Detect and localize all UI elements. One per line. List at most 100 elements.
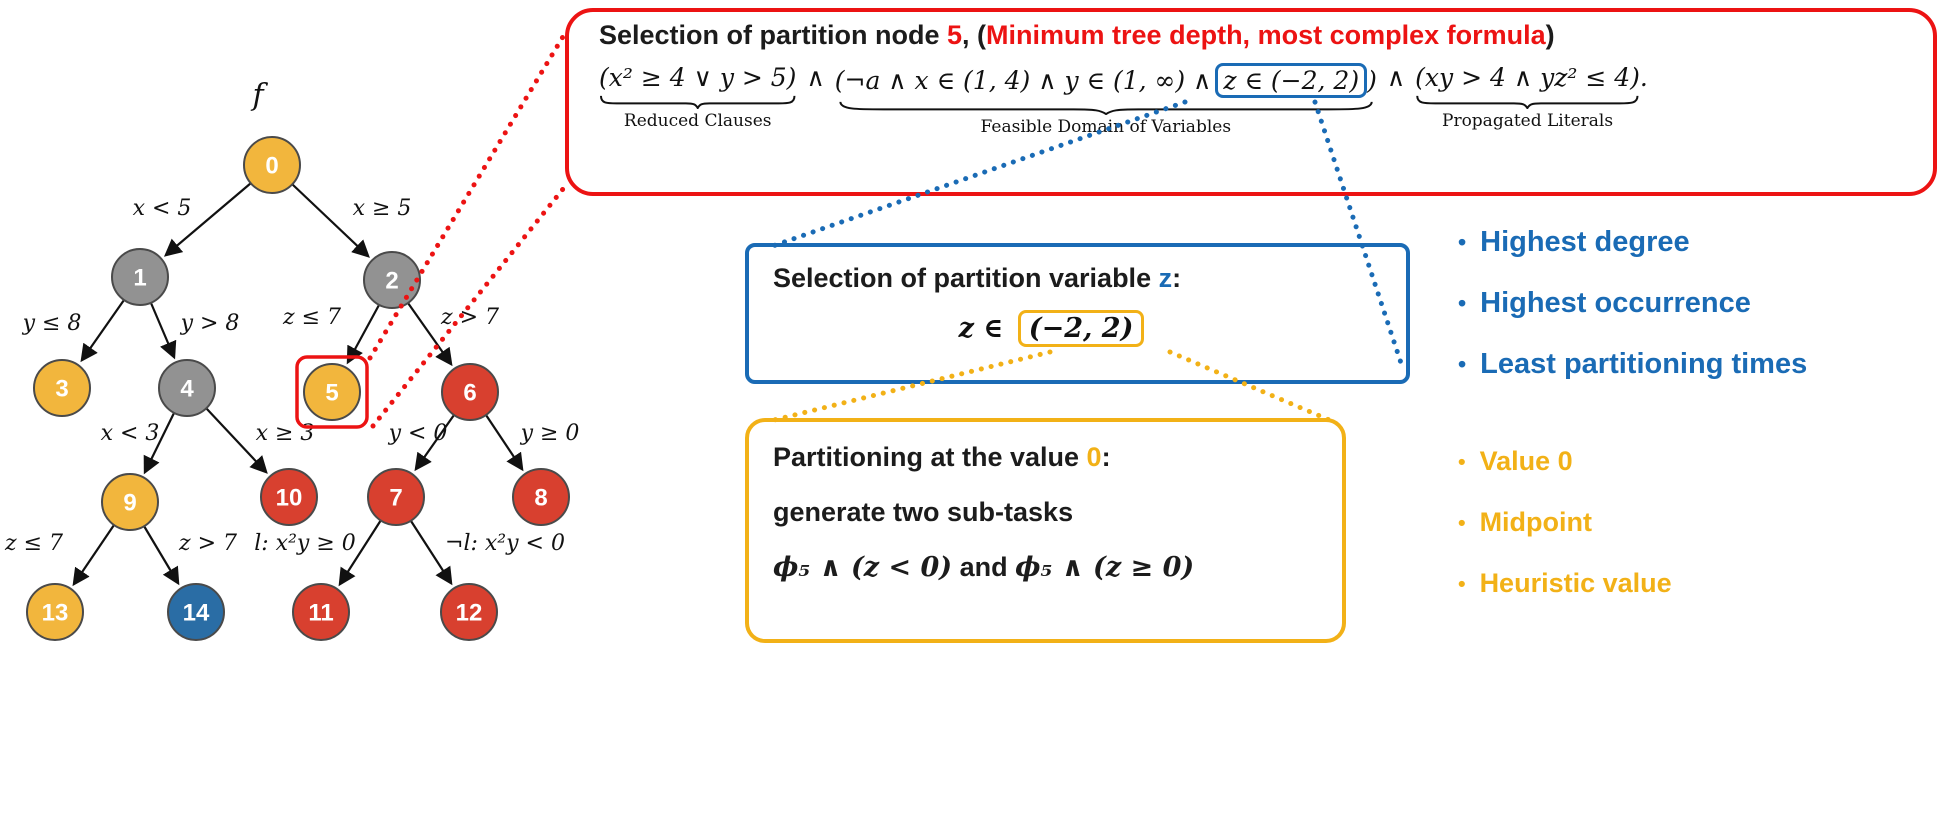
tree-node-14 (167, 583, 225, 641)
edge-7-12 (410, 520, 453, 586)
selected-node-highlight-box (295, 355, 369, 429)
red-connector-bottom (370, 181, 570, 429)
variable-selection-panel: Selection of partition variable z: z ∈ (… (745, 243, 1410, 384)
clause2-text: (¬a ∧ x ∈ (1, 4) ∧ y ∈ (1, ∞) ∧ z ∈ (−2,… (835, 63, 1377, 98)
variable-selection-criteria-list: Highest degree Highest occurrence Least … (1458, 226, 1807, 409)
formula-period: . (1639, 63, 1648, 92)
tree-node-0 (243, 136, 301, 194)
domain-prefix: z ∈ (958, 313, 1013, 344)
value-title-suffix: : (1101, 442, 1111, 472)
title-highlight: Minimum tree depth, most complex formula (986, 20, 1546, 50)
subtask-formula-1: ϕ₅ ∧ (z < 0) (773, 552, 953, 583)
edge-9-13 (72, 524, 115, 587)
tree-node-8 (512, 468, 570, 526)
tree-nodes (26, 136, 570, 641)
node-label: 1 (133, 265, 146, 292)
edge-label: y > 8 (180, 311, 240, 336)
edge-4-10 (205, 407, 268, 474)
edge-1-4 (149, 302, 177, 360)
list-item: Heuristic value (1458, 568, 1672, 599)
clause2-close: ) (1367, 66, 1377, 95)
subtask-formulas: ϕ₅ ∧ (z < 0) and ϕ₅ ∧ (z ≥ 0) (773, 552, 1342, 583)
list-item: Least partitioning times (1458, 348, 1807, 381)
node-label: 6 (463, 380, 476, 407)
edge-1-3 (80, 299, 125, 363)
node-label: 7 (389, 485, 402, 512)
partition-value-panel: Partitioning at the value 0: generate tw… (745, 418, 1346, 643)
feasible-domain-group: (¬a ∧ x ∈ (1, 4) ∧ y ∈ (1, ∞) ∧ z ∈ (−2,… (835, 63, 1377, 137)
title-node-id: 5 (947, 20, 963, 50)
node-label: 14 (183, 600, 210, 627)
edge-0-2 (291, 183, 370, 258)
title-suffix: ) (1545, 20, 1555, 50)
list-item: Highest occurrence (1458, 287, 1807, 320)
title-mid: , ( (962, 20, 987, 50)
partition-value-criteria-list: Value 0 Midpoint Heuristic value (1458, 446, 1672, 629)
node-label: 11 (308, 600, 333, 627)
node-label: 0 (265, 153, 278, 180)
edge-label: y < 0 (388, 421, 448, 446)
tree-edge-labels: x < 5 x ≥ 5 y ≤ 8 y > 8 z ≤ 7 z > 7 x < … (4, 196, 579, 556)
blue-title-suffix: : (1172, 263, 1182, 293)
edge-label: x ≥ 3 (256, 421, 315, 446)
node-label: 2 (385, 268, 398, 295)
tree-node-labels: 0 1 2 3 4 5 6 7 8 9 10 11 12 13 14 (42, 153, 548, 627)
underbrace-icon (1415, 94, 1640, 109)
edge-label: x < 5 (133, 196, 192, 221)
edge-label: z ≤ 7 (282, 305, 341, 330)
variable-selection-title: Selection of partition variable z: (773, 263, 1406, 294)
tree-node-13 (26, 583, 84, 641)
underbrace-icon (835, 100, 1377, 115)
edge-label: z ≤ 7 (4, 531, 63, 556)
z-literal-highlight-box: z ∈ (−2, 2) (1215, 63, 1368, 98)
edge-label: x < 3 (101, 421, 160, 446)
tree-node-10 (260, 468, 318, 526)
node-label: 5 (325, 380, 338, 407)
node-selection-title: Selection of partition node 5, (Minimum … (599, 20, 1923, 51)
function-label: f (250, 78, 268, 113)
blue-title-var: z (1158, 263, 1173, 293)
clause3-text: (xy > 4 ∧ yz² ≤ 4) (1415, 63, 1640, 92)
edge-2-5 (346, 304, 380, 365)
red-connector-top (367, 27, 570, 361)
tree-node-3 (33, 359, 91, 417)
node-label: 9 (123, 490, 136, 517)
edge-6-8 (485, 414, 524, 472)
partition-formula: (x² ≥ 4 ∨ y > 5) Reduced Clauses ∧ (¬a ∧… (599, 63, 1923, 137)
node-label: 13 (42, 600, 69, 627)
edge-label: z > 7 (178, 531, 237, 556)
list-item: Value 0 (1458, 446, 1672, 477)
edge-label: y ≥ 0 (520, 421, 580, 446)
underbrace-icon (599, 94, 796, 109)
reduced-clauses-group: (x² ≥ 4 ∨ y > 5) Reduced Clauses (599, 63, 796, 131)
edge-label: z > 7 (440, 305, 499, 330)
and-word: and (952, 552, 1016, 582)
title-prefix: Selection of partition node (599, 20, 948, 50)
brace-label-feasible-domain: Feasible Domain of Variables (980, 117, 1232, 137)
tree-node-12 (440, 583, 498, 641)
tree-node-6 (441, 363, 499, 421)
brace-label-reduced-clauses: Reduced Clauses (623, 111, 772, 131)
propagated-literals-group: (xy > 4 ∧ yz² ≤ 4) Propagated Literals (1415, 63, 1640, 131)
edge-4-9 (143, 412, 175, 475)
edge-label: x ≥ 5 (353, 196, 412, 221)
node-label: 3 (55, 376, 68, 403)
node-label: 8 (534, 485, 547, 512)
edge-label: y ≤ 8 (22, 311, 82, 336)
edge-0-1 (163, 182, 252, 257)
tree-node-9 (101, 473, 159, 531)
edge-9-14 (143, 525, 180, 586)
tree-node-1 (111, 248, 169, 306)
tree-node-5 (303, 363, 361, 421)
brace-label-propagated-literals: Propagated Literals (1442, 111, 1614, 131)
list-item: Midpoint (1458, 507, 1672, 538)
value-title-prefix: Partitioning at the value (773, 442, 1087, 472)
and-operator: ∧ (1386, 63, 1406, 92)
domain-highlight-box: (−2, 2) (1017, 310, 1145, 347)
and-operator: ∧ (806, 63, 825, 92)
partition-value-title: Partitioning at the value 0: (773, 442, 1342, 473)
list-item: Highest degree (1458, 226, 1807, 259)
edge-7-11 (338, 519, 382, 587)
tree-node-7 (367, 468, 425, 526)
